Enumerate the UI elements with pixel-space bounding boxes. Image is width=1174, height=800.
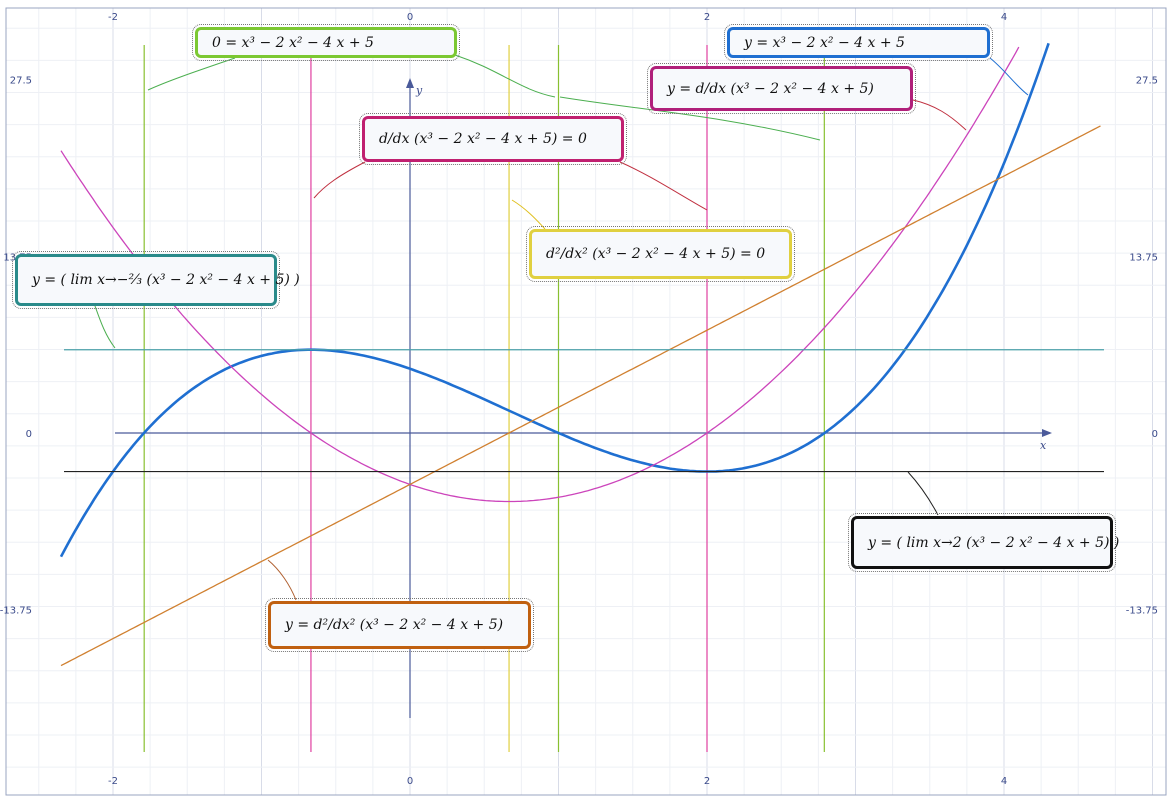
arrow-second-zero [511, 199, 546, 230]
x-axis-label: x [1040, 439, 1047, 452]
annotation-second-derivative[interactable]: y = d²/dx² (x³ − 2 x² − 4 x + 5) [265, 598, 534, 652]
series-line-0 [59, 42, 1050, 558]
y-tick-label-right: 27.5 [1136, 76, 1158, 87]
y-tick-label-left: 27.5 [10, 76, 32, 87]
annotation-derivative-zero[interactable]: d/dx (x³ − 2 x² − 4 x + 5) = 0 [359, 113, 627, 165]
arrow-function [989, 57, 1029, 96]
annotation-second-derivative-text: y = d²/dx² (x³ − 2 x² − 4 x + 5) [285, 617, 504, 633]
x-tick-label-top: 4 [1001, 12, 1007, 23]
annotation-derivative[interactable]: y = d/dx (x³ − 2 x² − 4 x + 5) [647, 63, 916, 114]
arrow-limit-neg [94, 305, 116, 349]
annotation-function[interactable]: y = x³ − 2 x² − 4 x + 5 [724, 24, 993, 61]
y-tick-label-left: 0 [26, 429, 32, 440]
annotation-derivative-zero-text: d/dx (x³ − 2 x² − 4 x + 5) = 0 [379, 131, 587, 147]
x-tick-label-bottom: 0 [407, 776, 413, 787]
x-axis-arrow [1042, 429, 1052, 437]
annotation-limit-two[interactable]: y = ( lim x→2 (x³ − 2 x² − 4 x + 5) ) [848, 513, 1119, 572]
annotation-zero-equation[interactable]: 0 = x³ − 2 x² − 4 x + 5 [192, 24, 460, 61]
annotation-second-derivative-zero[interactable]: d²/dx² (x³ − 2 x² − 4 x + 5) = 0 [526, 226, 795, 282]
y-tick-label-right: 13.75 [1129, 252, 1158, 263]
plot-frame [5, 7, 1167, 796]
y-axis-label: y [415, 84, 423, 97]
y-tick-label-right: -13.75 [1126, 606, 1158, 617]
annotation-limit-two-text: y = ( lim x→2 (x³ − 2 x² − 4 x + 5) ) [868, 534, 1120, 551]
arrow-zero-left [147, 57, 236, 91]
annotation-zero-equation-text: 0 = x³ − 2 x² − 4 x + 5 [212, 34, 374, 51]
arrow-zero-middle [454, 54, 556, 98]
annotation-limit-neg-two-thirds-text: y = ( lim x→−⅔ (x³ − 2 x² − 4 x + 5) ) [32, 272, 300, 288]
x-tick-label-bottom: 2 [704, 776, 710, 787]
x-tick-label-bottom: 4 [1001, 776, 1007, 787]
arrow-limit-two [907, 471, 939, 516]
arrow-derivative [912, 99, 967, 131]
annotation-second-derivative-zero-text: d²/dx² (x³ − 2 x² − 4 x + 5) = 0 [546, 246, 766, 262]
series-line-1 [60, 46, 1020, 503]
x-tick-label-top: 2 [704, 12, 710, 23]
x-tick-label-bottom: -2 [108, 776, 118, 787]
y-tick-label-left: -13.75 [0, 606, 32, 617]
annotation-limit-neg-two-thirds[interactable]: y = ( lim x→−⅔ (x³ − 2 x² − 4 x + 5) ) [12, 251, 300, 309]
x-tick-label-top: 0 [407, 12, 413, 23]
y-tick-label-right: 0 [1152, 429, 1158, 440]
arrow-zero-right [559, 96, 821, 141]
annotation-function-text: y = x³ − 2 x² − 4 x + 5 [744, 34, 905, 51]
arrow-second [267, 559, 297, 601]
x-tick-label-top: -2 [108, 12, 118, 23]
arrow-deriv-zero-left [313, 161, 366, 199]
arrow-deriv-zero-right [619, 161, 708, 211]
series-line-2 [60, 125, 1101, 667]
annotation-derivative-text: y = d/dx (x³ − 2 x² − 4 x + 5) [667, 80, 874, 97]
y-axis-arrow [406, 78, 414, 88]
